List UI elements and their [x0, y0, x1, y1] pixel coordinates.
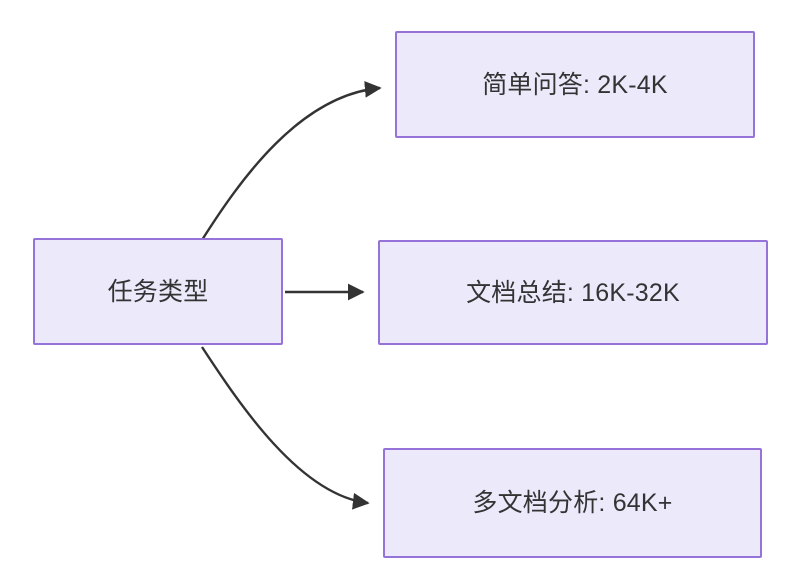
node-multi-doc[interactable]: 多文档分析: 64K+ [383, 448, 762, 558]
node-task-type[interactable]: 任务类型 [33, 238, 283, 345]
node-doc-summary[interactable]: 文档总结: 16K-32K [378, 240, 768, 345]
node-task-type-label: 任务类型 [107, 277, 209, 306]
node-simple-qa[interactable]: 简单问答: 2K-4K [395, 31, 755, 138]
edge-root-to-simple-qa [200, 80, 382, 241]
edge-root-to-multi-doc [200, 346, 370, 510]
node-multi-doc-label: 多文档分析: 64K+ [472, 489, 673, 517]
node-simple-qa-label: 简单问答: 2K-4K [482, 70, 668, 99]
node-doc-summary-label: 文档总结: 16K-32K [466, 278, 680, 307]
